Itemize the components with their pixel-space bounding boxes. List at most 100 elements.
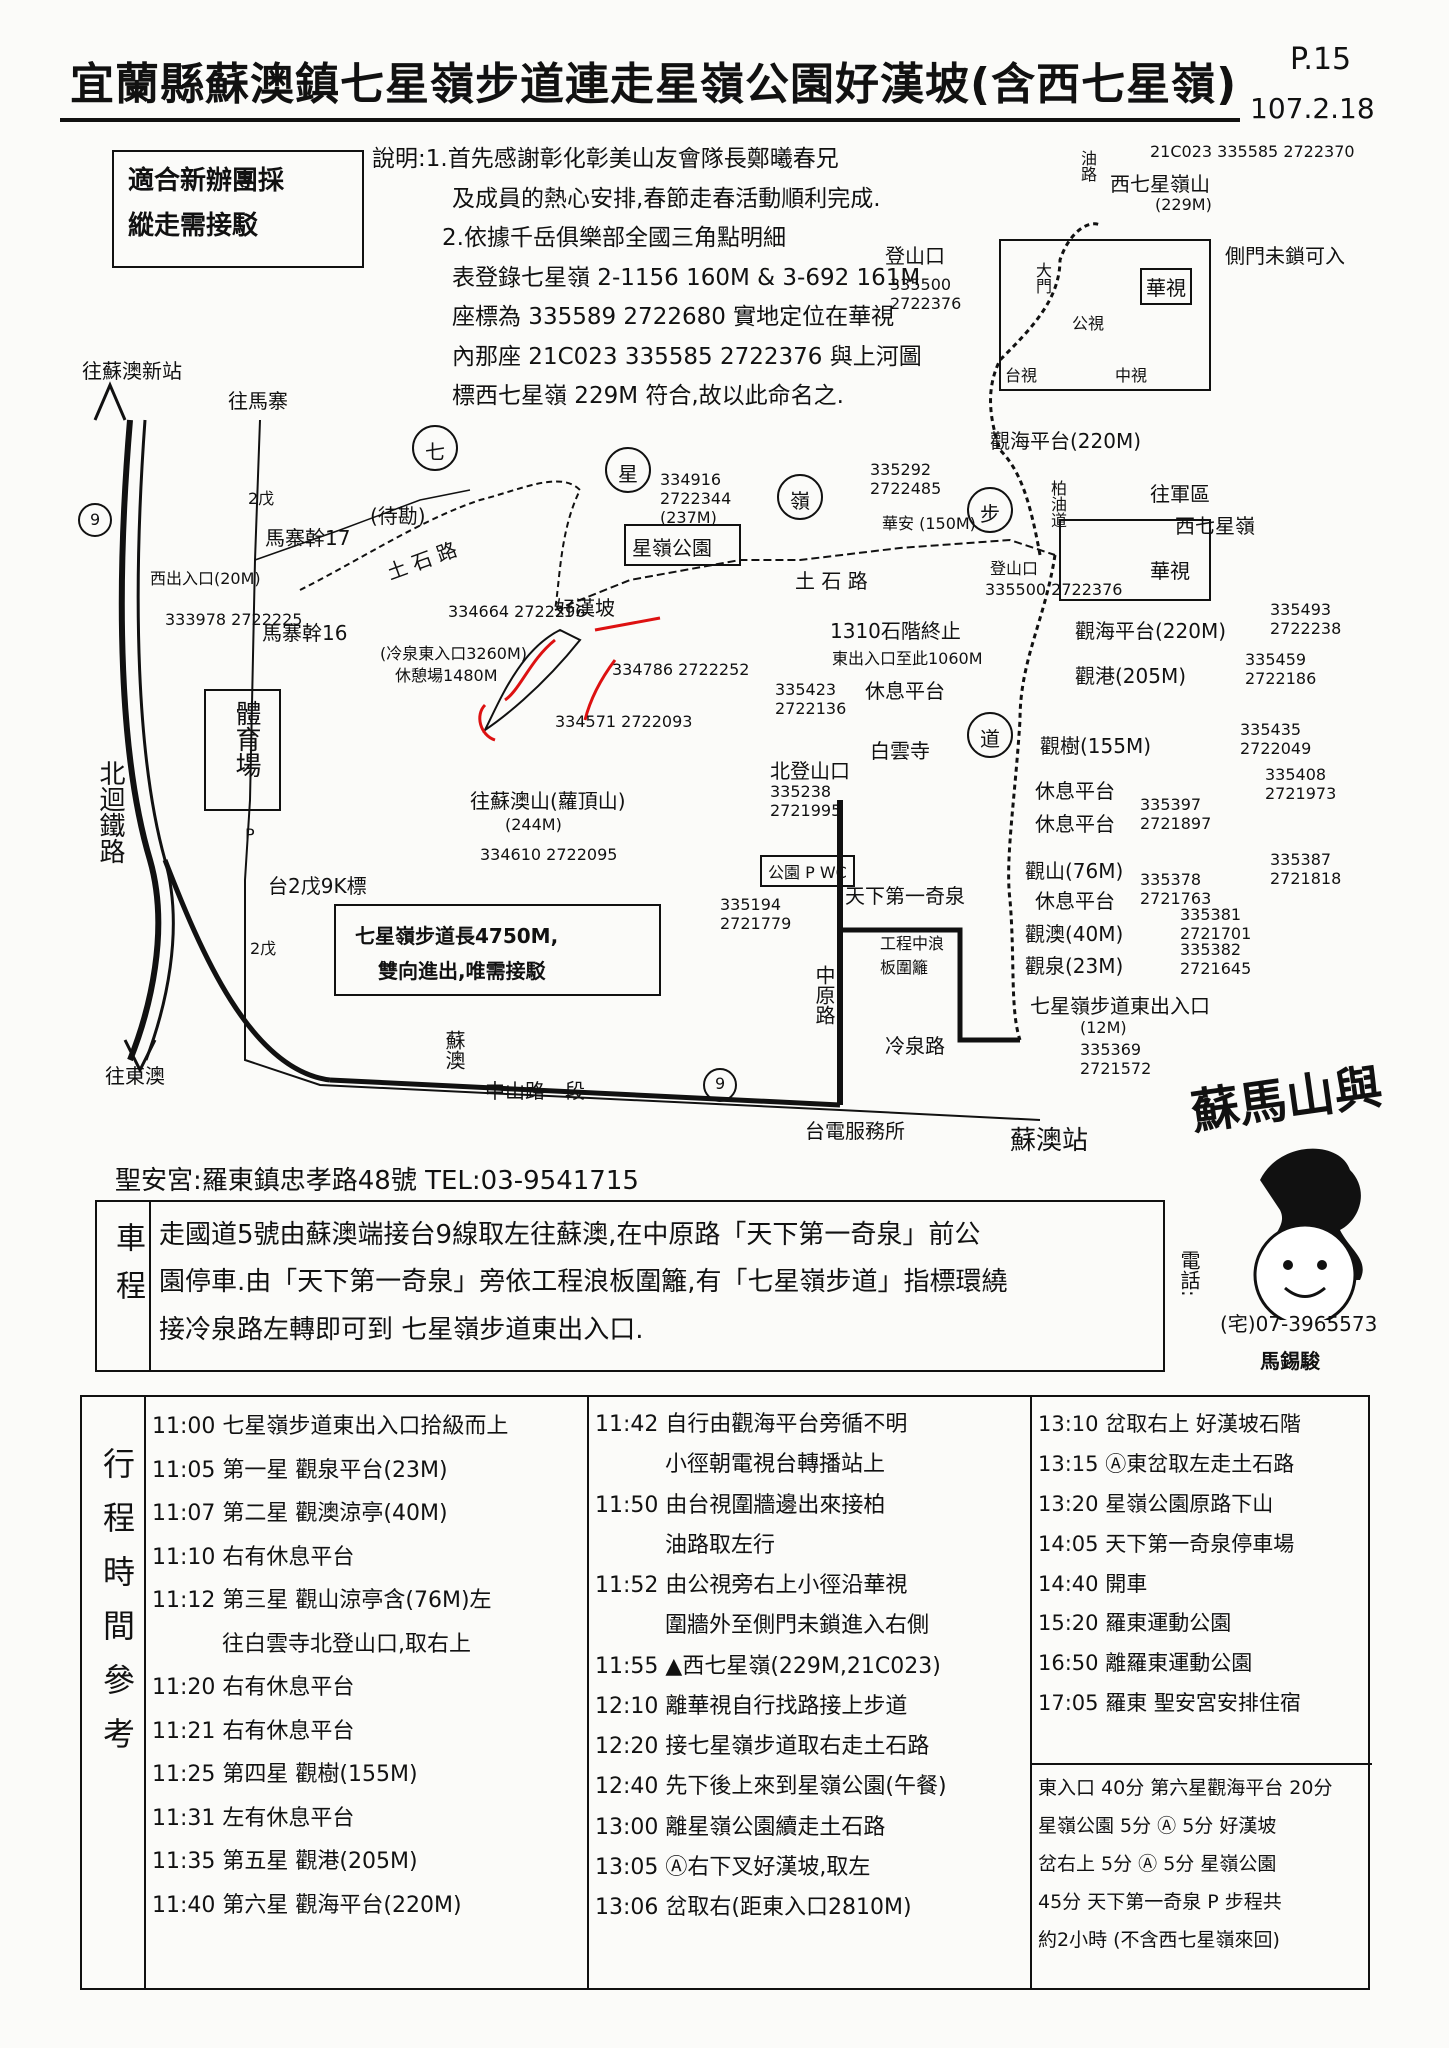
railway-line-2 <box>136 419 175 1061</box>
label-side-gate: 側門未鎖可入 <box>1225 244 1345 268</box>
stadium <box>204 689 281 811</box>
page-date: 107.2.18 <box>1250 92 1375 125</box>
tv-compound <box>999 239 1211 391</box>
label-guangang-coord: 335459 2722186 <box>1245 650 1317 688</box>
summary-row: 東入口 40分 第六星觀海平台 20分 <box>1038 1777 1333 1799</box>
schedule-box: 行程時間參考 11:00 七星嶺步道東出入口拾級而上 11:05 第一星 觀泉平… <box>80 1395 1372 1990</box>
schedule-row: 13:15 Ⓐ東岔取左走土石路 <box>1038 1451 1295 1476</box>
total-box <box>334 904 661 996</box>
label-trailhead-mid-coord: 335500 2722376 <box>985 580 1123 599</box>
label-route-9: 9 <box>90 510 101 529</box>
label-ttv: 台視 <box>1005 366 1038 385</box>
schedule-row: 12:40 先下後上來到星嶺公園(午餐) <box>595 1774 947 1800</box>
schedule-row: 油路取左行 <box>665 1532 776 1558</box>
label-haohanpo: 好漢坡 <box>555 596 615 620</box>
label-guanquan: 觀泉(23M) <box>1025 954 1124 978</box>
label-guanao-coord: 335381 2721701 <box>1180 905 1252 943</box>
schedule-row: 15:20 羅東運動公園 <box>1038 1611 1232 1636</box>
circle-qi <box>412 425 458 471</box>
stamp-person: 馬錫駿 <box>1260 1349 1320 1373</box>
label-lengquan-east: (冷泉東入口3260M) <box>380 644 528 663</box>
label-baiyun-temple: 白雲寺 <box>870 739 930 763</box>
schedule-summary: 東入口 40分 第六星觀海平台 20分 星嶺公園 5分 Ⓐ 5分 好漢坡 岔右上… <box>1038 1769 1332 1959</box>
label-main-gate: 大門 <box>1033 262 1052 294</box>
notice-box: 適合新辦團採 縱走需接駁 <box>112 150 364 268</box>
red-arrow <box>478 703 496 742</box>
page-number: P.15 <box>1290 42 1352 77</box>
label-coord-334916: 334916 2722344 (237M) <box>660 470 732 527</box>
schedule-row: 小徑朝電視台轉播站上 <box>665 1452 886 1478</box>
label-stone-steps-end: 1310石階終止 <box>830 619 961 643</box>
notice-line-2: 縱走需接駁 <box>128 211 259 241</box>
route-9-marker <box>78 503 112 537</box>
circle-xing <box>605 447 651 493</box>
notes-block: 說明:1.首先感謝彰化彰美山友會隊長鄭曦春兄 及成員的熱心安排,春節走春活動順利… <box>372 140 922 417</box>
note-line: 標西七星嶺 229M 符合,故以此命名之. <box>452 383 844 410</box>
schedule-row: 16:50 離羅東運動公園 <box>1038 1651 1253 1676</box>
schedule-row: 11:21 右有休息平台 <box>152 1718 355 1744</box>
schedule-row: 11:00 七星嶺步道東出入口拾級而上 <box>152 1414 509 1439</box>
label-east-exit-alt: (12M) <box>1080 1018 1127 1037</box>
label-total-box-2: 雙向進出,唯需接駁 <box>378 959 546 983</box>
label-west-qixing-alt: (229M) <box>1155 195 1212 214</box>
zhongshan-road <box>329 1077 841 1108</box>
label-guanshu-coord: 335435 2722049 <box>1240 720 1312 758</box>
schedule-col-1: 11:00 七星嶺步道東出入口拾級而上 11:05 第一星 觀泉平台(23M) … <box>152 1405 508 1928</box>
label-ctv: 中視 <box>1115 366 1148 385</box>
route-9-marker <box>703 1068 737 1102</box>
note-line: 說明:1.首先感謝彰化彰美山友會隊長鄭曦春兄 <box>372 146 839 172</box>
label-engineering: 工程中浪板圍籬 <box>880 934 945 977</box>
label-guanquan-coord: 335382 2721645 <box>1180 940 1252 978</box>
schedule-row: 11:10 右有休息平台 <box>152 1544 355 1570</box>
schedule-row: 11:35 第五星 觀港(205M) <box>152 1849 418 1875</box>
label-parking: P <box>245 825 255 844</box>
stamp-name: 蘇馬山與 <box>1187 1058 1386 1142</box>
label-guanhai-top: 觀海平台(220M) <box>990 429 1142 453</box>
lengquan-road <box>840 927 1020 1043</box>
label-north-trailhead: 北登山口 <box>770 759 850 783</box>
label-guanao: 觀澳(40M) <box>1025 922 1124 946</box>
label-char-xing: 星 <box>618 462 638 486</box>
directions-divider <box>149 1202 151 1370</box>
arrow-up <box>93 381 127 421</box>
schedule-row: 17:05 羅東 聖安宮安排住宿 <box>1038 1691 1301 1716</box>
label-east-exit: 七星嶺步道東出入口 <box>1030 994 1210 1018</box>
label-rest-3: 休息平台 <box>1035 889 1115 913</box>
label-guanshan-coord: 335387 2721818 <box>1270 850 1342 888</box>
label-tianxia-spring: 天下第一奇泉 <box>845 884 965 908</box>
schedule-row: 11:40 第六星 觀海平台(220M) <box>152 1893 462 1919</box>
trail-west <box>299 480 582 611</box>
red-arrow <box>504 638 556 702</box>
label-rest-platform: 休息平台 <box>865 679 945 703</box>
label-rest-1-coord: 335408 2721973 <box>1265 765 1337 803</box>
schedule-row: 11:05 第一星 觀泉平台(23M) <box>152 1457 448 1483</box>
note-line: 內那座 21C023 335585 2722376 與上河圖 <box>452 343 922 370</box>
label-guangang: 觀港(205M) <box>1075 664 1187 688</box>
summary-row: 45分 天下第一奇泉 P 步程共 <box>1038 1891 1282 1913</box>
summary-row: 星嶺公園 5分 Ⓐ 5分 好漢坡 <box>1038 1815 1277 1837</box>
contact-line: 聖安宮:羅東鎮忠孝路48號 TEL:03-9541715 <box>115 1166 639 1196</box>
label-zhongyuan-road: 中原路 <box>812 965 836 1025</box>
arrow-down <box>123 1039 157 1074</box>
label-guanshan: 觀山(76M) <box>1025 859 1124 883</box>
directions-box: 車程 走國道5號由蘇澳端接台9線取左往蘇澳,在中原路「天下第一奇泉」前公 園停車… <box>95 1200 1165 1372</box>
label-road-2wu-bottom: 2戊 <box>250 939 277 958</box>
note-line: 表登錄七星嶺 2-1156 160M & 3-692 161M <box>452 264 921 291</box>
label-rest-2-coord: 335397 2721897 <box>1140 795 1212 833</box>
schedule-row: 12:20 接七星嶺步道取右走土石路 <box>595 1734 930 1759</box>
directions-label: 車程 <box>110 1222 145 1318</box>
label-west-qixing-coord: 21C023 335585 2722370 <box>1150 142 1355 161</box>
railway-line <box>118 419 162 1062</box>
schedule-row: 13:05 Ⓐ右下叉好漢坡,取左 <box>595 1854 871 1880</box>
schedule-divider <box>144 1397 146 1988</box>
label-char-ling: 嶺 <box>790 489 810 513</box>
schedule-row: 11:50 由台視圍牆邊出來接柏 <box>595 1492 886 1518</box>
label-north-line: 北迴鐵路 <box>95 760 125 864</box>
label-suao-station: 蘇澳站 <box>1010 1126 1089 1156</box>
railway-branch <box>162 859 331 1083</box>
page-title: 宜蘭縣蘇澳鎮七星嶺步道連走星嶺公園好漢坡(含西七星嶺) <box>70 59 1238 110</box>
label-rest-area: 休憩場1480M <box>395 666 498 685</box>
schedule-row: 14:05 天下第一奇泉停車場 <box>1038 1531 1295 1556</box>
schedule-row: 11:20 右有休息平台 <box>152 1675 355 1701</box>
label-huaan: 華安 (150M) <box>882 514 976 533</box>
